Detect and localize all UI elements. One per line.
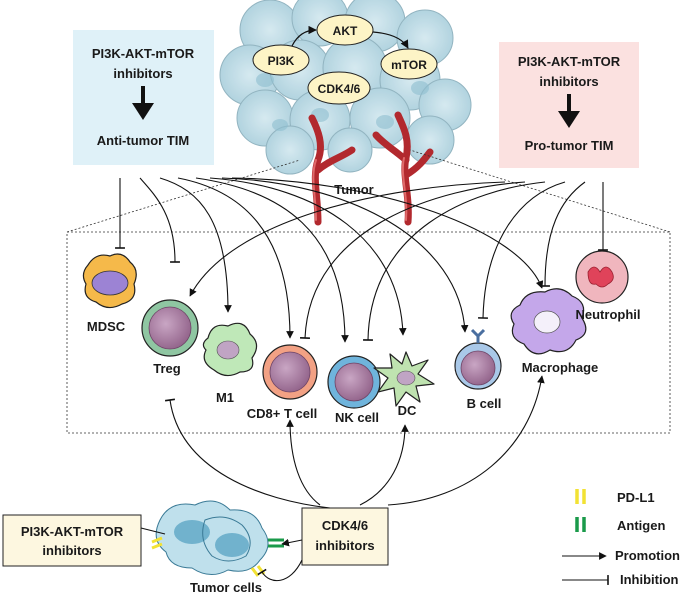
pro-tumor-box-line2: inhibitors [539, 74, 598, 89]
frame-connector-right [409, 149, 671, 233]
cdk-inhibitor-box-bg [301, 507, 389, 566]
treg-label: Treg [153, 361, 181, 376]
pathway-pi3k: PI3K [252, 44, 310, 76]
treg-cell: Treg [141, 299, 199, 376]
neutrophil-label: Neutrophil [576, 307, 641, 322]
bottom-connectors [140, 375, 545, 582]
tumor-label: Tumor [334, 182, 373, 197]
arrow-anti-nk [195, 177, 349, 343]
arrow-pro-nk [363, 181, 546, 341]
pathway-cdk46: CDK4/6 [307, 71, 371, 105]
arrow-pro-treg [189, 181, 506, 297]
legend-inhibition-label: Inhibition [620, 572, 679, 587]
legend: PD-L1 Antigen Promotion Inhibition [562, 489, 680, 587]
immune-frame [66, 149, 671, 434]
tumor-cells: Tumor cells [151, 500, 284, 595]
arrow-anti-m1 [159, 177, 232, 313]
cdk-inhibitor-line1: CDK4/6 [322, 518, 368, 533]
arrow-pro-bcell [478, 181, 566, 319]
immune-frame-rect [66, 231, 671, 434]
legend-inhibition: Inhibition [562, 572, 679, 587]
cd8-t-cell-label: CD8+ T cell [247, 406, 317, 421]
arrow-cdk-to-treg [164, 398, 331, 509]
pro-tumor-box: PI3K-AKT-mTOR inhibitors Pro-tumor TIM [499, 42, 639, 168]
bottom-left-box-bg [2, 514, 142, 567]
anti-tumor-box: PI3K-AKT-mTOR inhibitors Anti-tumor TIM [73, 30, 214, 165]
dc-label: DC [398, 403, 417, 418]
arrow-pro-cd8 [300, 181, 526, 340]
arrow-anti-bcell [221, 177, 469, 333]
neutrophil-cell: Neutrophil [575, 250, 641, 322]
legend-antigen: Antigen [575, 517, 665, 533]
pathway-arrow-akt-mtor [372, 31, 409, 49]
blood-vessels [308, 111, 434, 226]
tumor-cells-label: Tumor cells [190, 580, 262, 595]
arrow-cdk-to-cd8 [286, 419, 321, 506]
pathway-akt-label: AKT [333, 24, 358, 38]
arrow-anti-dc [209, 177, 407, 336]
bottom-left-box-line1: PI3K-AKT-mTOR [21, 524, 124, 539]
legend-promotion-label: Promotion [615, 548, 680, 563]
m1-label: M1 [216, 390, 234, 405]
b-cell-receptor [470, 328, 486, 343]
pathway-arrow-pi3k-akt [291, 25, 317, 47]
b-cell: B cell [454, 328, 502, 411]
anti-tumor-box-line2: inhibitors [113, 66, 172, 81]
blood-vessels-highlight [312, 157, 408, 221]
pro-tumor-arrowhead [558, 111, 580, 128]
m1-cell: M1 [202, 322, 258, 405]
pathway-pi3k-label: PI3K [268, 54, 295, 68]
arrow-pro-macrophage [540, 181, 586, 287]
arrow-cdk-to-tumor [281, 538, 303, 547]
pathway-mtor: mTOR [380, 48, 438, 80]
anti-tumor-arrowhead [132, 103, 154, 120]
b-cell-label: B cell [467, 396, 502, 411]
nk-cell-label: NK cell [335, 410, 379, 425]
top-regulation-arrows [115, 177, 608, 343]
macrophage-cell: Macrophage [510, 288, 599, 375]
line-left-box-to-tumor [140, 527, 166, 535]
frame-connector-left [66, 159, 301, 233]
tumor-nuclei [256, 24, 429, 131]
nk-cell: NK cell [327, 355, 381, 425]
mdsc-cell: MDSC [82, 253, 137, 334]
dc-cell: DC [373, 351, 435, 418]
macrophage-label: Macrophage [522, 360, 599, 375]
anti-tumor-result: Anti-tumor TIM [97, 133, 189, 148]
antigen-mark [268, 538, 284, 548]
cdk-inhibitor-line2: inhibitors [315, 538, 374, 553]
legend-antigen-label: Antigen [617, 518, 665, 533]
tumor-mass: Tumor PI3K AKT mTOR CDK4/6 [219, 0, 472, 226]
anti-tumor-box-line1: PI3K-AKT-mTOR [92, 46, 195, 61]
arrow-anti-cd8 [177, 177, 294, 339]
cdk-inhibitor-box: CDK4/6 inhibitors [301, 507, 389, 566]
arrow-cdk-to-macrophage [387, 375, 545, 506]
pathway-mtor-label: mTOR [391, 58, 427, 72]
arrow-cdk-to-dc [359, 424, 409, 506]
pro-tumor-box-line1: PI3K-AKT-mTOR [518, 54, 621, 69]
pro-tumor-result: Pro-tumor TIM [525, 138, 614, 153]
inhibit-cdk-tumor-lower [257, 559, 303, 582]
bottom-left-box: PI3K-AKT-mTOR inhibitors [2, 514, 142, 567]
pathway-cdk46-label: CDK4/6 [318, 82, 361, 96]
cd8-t-cell: CD8+ T cell [247, 344, 318, 421]
legend-pdl1-label: PD-L1 [617, 490, 655, 505]
bottom-left-box-line2: inhibitors [42, 543, 101, 558]
mdsc-label: MDSC [87, 319, 126, 334]
pathway-akt: AKT [316, 14, 374, 46]
arrow-anti-macrophage [231, 177, 544, 289]
legend-promotion: Promotion [562, 548, 680, 563]
legend-pdl1: PD-L1 [575, 489, 655, 505]
arrow-anti-treg [139, 177, 180, 263]
